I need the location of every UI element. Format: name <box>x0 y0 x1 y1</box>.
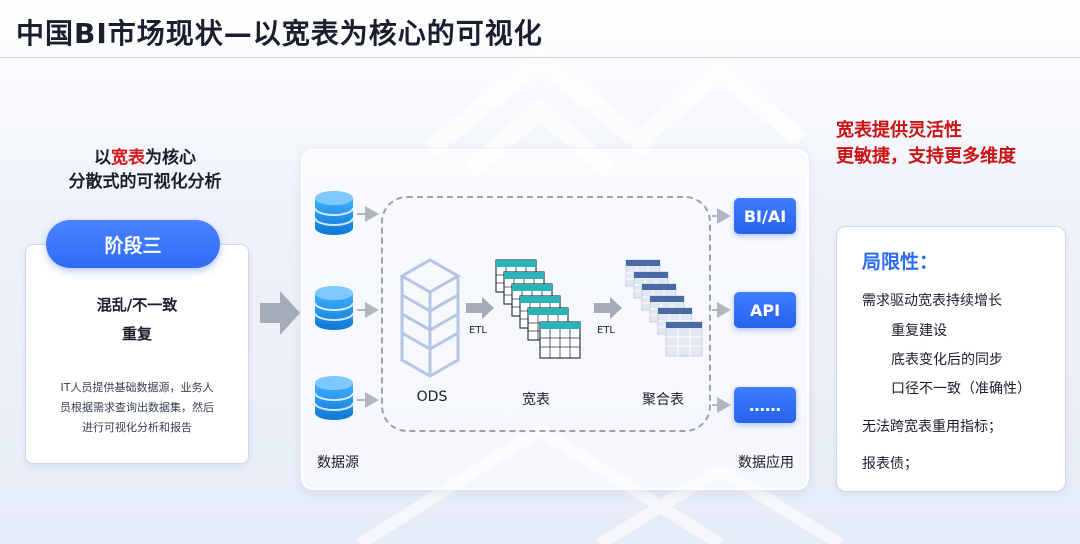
caption-highlight: 宽表 <box>111 148 145 168</box>
stage-badge: 阶段三 <box>46 220 220 268</box>
aggregate-table-icon <box>625 259 703 357</box>
data-apps-label: 数据应用 <box>738 455 794 471</box>
big-right-arrow-icon <box>260 291 300 335</box>
ods-stack-icon <box>398 258 462 378</box>
caption-pre: 以 <box>94 148 111 168</box>
limitations-title: 局限性： <box>862 251 939 273</box>
limitation-item: 需求驱动宽表持续增长 <box>862 293 1002 309</box>
wide-table-icon <box>495 259 581 359</box>
etl-arrow-icon <box>594 297 622 319</box>
database-icon <box>314 191 354 235</box>
right-caption-line2: 更敏捷，支持更多维度 <box>836 146 1016 167</box>
title-divider <box>0 57 1080 58</box>
limitations-card <box>836 226 1066 492</box>
limitation-subitem: 底表变化后的同步 <box>891 352 1003 368</box>
limitation-item: 报表债； <box>862 456 918 472</box>
desc-line: 员根据需求查询出数据集，然后 <box>60 401 214 414</box>
data-source-label: 数据源 <box>317 455 359 471</box>
limitation-subitem: 重复建设 <box>891 323 947 339</box>
stage-description: IT人员提供基础数据源，业务人 员根据需求查询出数据集，然后 进行可视化分析和报… <box>40 378 234 438</box>
aggregate-table-label: 聚合表 <box>642 392 684 408</box>
limitation-item: 无法跨宽表重用指标； <box>862 419 1002 435</box>
ods-label: ODS <box>416 389 448 405</box>
right-caption-line1: 宽表提供灵活性 <box>836 120 962 141</box>
stage-card <box>25 244 249 464</box>
left-caption: 以宽表为核心 分散式的可视化分析 <box>40 146 250 194</box>
app-api-button: API <box>734 292 796 328</box>
limitation-subitem: 口径不一致（准确性） <box>891 381 1031 397</box>
app-bi-ai-button: BI/AI <box>734 198 796 234</box>
caption-line2: 分散式的可视化分析 <box>68 172 222 192</box>
wide-table-label: 宽表 <box>522 392 550 408</box>
app-more-button: …… <box>734 387 796 423</box>
page-title: 中国BI市场现状—以宽表为核心的可视化 <box>16 17 543 50</box>
etl-label: ETL <box>597 325 615 336</box>
stage-item-chaos: 混乱/不一致 <box>96 296 178 314</box>
caption-post: 为核心 <box>145 148 196 168</box>
database-icon <box>314 376 354 420</box>
database-icon <box>314 286 354 330</box>
right-caption: 宽表提供灵活性 更敏捷，支持更多维度 <box>836 118 1076 170</box>
warehouse-dashed-boundary <box>381 196 711 432</box>
desc-line: IT人员提供基础数据源，业务人 <box>60 381 214 394</box>
etl-label: ETL <box>469 325 487 336</box>
etl-arrow-icon <box>466 297 494 319</box>
desc-line: 进行可视化分析和报告 <box>82 421 192 434</box>
stage-item-repeat: 重复 <box>121 325 152 343</box>
